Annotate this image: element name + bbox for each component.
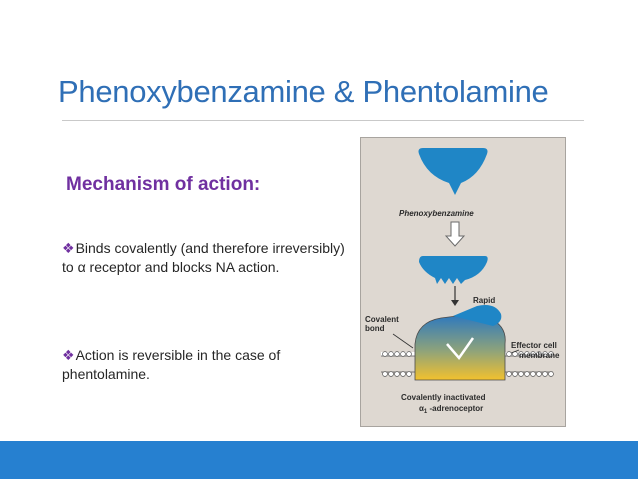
mechanism-diagram: Phenoxybenzamine Rapid Covalent bond bbox=[365, 148, 560, 415]
down-arrow-icon bbox=[444, 221, 466, 247]
drug-molecule bbox=[418, 148, 488, 195]
bullet-text: Binds covalently (and therefore irrevers… bbox=[62, 240, 345, 275]
bullet-item: ❖Action is reversible in the case of phe… bbox=[62, 346, 347, 384]
slide-subtitle: Mechanism of action: bbox=[66, 174, 261, 195]
mechanism-figure: Phenoxybenzamine Rapid Covalent bond bbox=[360, 137, 566, 427]
effector-label: Effector cell bbox=[511, 341, 557, 350]
title-divider bbox=[62, 120, 584, 121]
footer-bar bbox=[0, 441, 638, 479]
bullet-item: ❖Binds covalently (and therefore irrever… bbox=[62, 239, 347, 277]
binding-site bbox=[446, 337, 475, 361]
covalent-pointer bbox=[392, 333, 414, 349]
effector-pointer bbox=[510, 349, 520, 354]
covalent-label: Covalent bbox=[365, 315, 399, 324]
drug-label: Phenoxybenzamine bbox=[399, 209, 474, 218]
receptor-caption-line1: Covalently inactivated bbox=[401, 393, 486, 402]
activated-drug-molecule bbox=[419, 256, 488, 284]
diamond-bullet-icon: ❖ bbox=[62, 347, 75, 363]
diamond-bullet-icon: ❖ bbox=[62, 240, 75, 256]
arrow-head-icon bbox=[451, 300, 459, 306]
rapid-label: Rapid bbox=[473, 296, 495, 305]
slide-title: Phenoxybenzamine & Phentolamine bbox=[58, 74, 549, 109]
bound-drug bbox=[453, 305, 502, 326]
receptor-caption-line2: α1 -adrenoceptor bbox=[419, 404, 483, 415]
bond-label: bond bbox=[365, 324, 385, 333]
membrane-label: membrane bbox=[519, 351, 560, 360]
bullet-text: Action is reversible in the case of phen… bbox=[62, 347, 281, 382]
